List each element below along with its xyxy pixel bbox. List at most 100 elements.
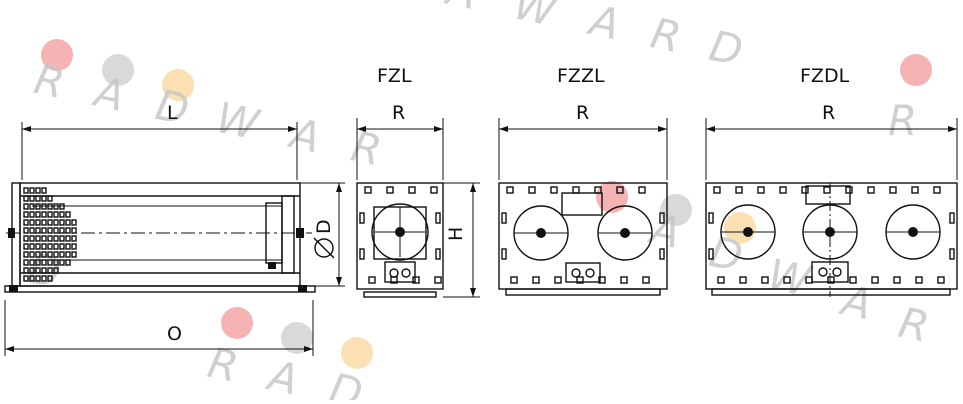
base-plate <box>4 285 316 293</box>
hole-mark <box>71 219 77 226</box>
hole-mark <box>937 276 945 284</box>
watermark-letter: W <box>212 93 265 150</box>
hole-mark <box>47 227 53 234</box>
hole-mark <box>47 259 53 266</box>
hole-mark <box>71 235 77 242</box>
hole-mark <box>386 186 394 194</box>
hole-mark <box>41 219 47 226</box>
watermark-letter: W <box>510 0 563 36</box>
hole-mark <box>434 276 442 284</box>
dimension-label-height: H <box>445 227 467 241</box>
hole-mark <box>65 219 71 226</box>
hole-mark <box>47 203 53 210</box>
hole-mark <box>554 276 562 284</box>
hole-mark <box>757 186 765 194</box>
hole-mark <box>35 235 41 242</box>
hole-mark <box>23 251 29 258</box>
base <box>711 288 951 296</box>
hole-mark <box>659 212 665 224</box>
hole-mark <box>867 186 875 194</box>
hole-mark <box>53 211 59 218</box>
hole-mark <box>708 212 714 224</box>
hole-mark <box>65 259 71 266</box>
diameter-symbol <box>314 238 334 258</box>
hole-mark <box>23 219 29 226</box>
hole-mark <box>35 227 41 234</box>
hole-mark <box>408 186 416 194</box>
hole-mark <box>638 186 646 194</box>
hole-mark <box>823 186 831 194</box>
hole-mark <box>435 212 441 224</box>
hole-mark <box>659 248 665 260</box>
hole-mark <box>59 219 65 226</box>
end-flange <box>281 195 295 274</box>
hole-mark <box>368 276 376 284</box>
hole-mark <box>713 186 721 194</box>
watermark-dot <box>596 181 628 213</box>
watermark-letter: R <box>377 0 418 5</box>
watermark-letter: R <box>888 96 919 145</box>
watermark-dot <box>341 337 373 369</box>
model-label-fzdl: FZDL <box>800 65 850 87</box>
terminal <box>401 268 411 278</box>
hole-mark <box>65 227 71 234</box>
hole-mark <box>47 251 53 258</box>
dimension-label-diameter: D <box>313 219 335 234</box>
hole-mark <box>510 276 518 284</box>
hole-mark <box>390 276 398 284</box>
hole-mark <box>739 276 747 284</box>
hole-mark <box>594 186 602 194</box>
left-bolt <box>8 228 15 238</box>
hole-mark <box>949 212 955 224</box>
hole-mark <box>29 203 35 210</box>
end-clip <box>268 262 276 269</box>
hole-mark <box>35 251 41 258</box>
hole-mark <box>35 275 41 282</box>
hole-mark <box>59 203 65 210</box>
control-box <box>561 192 603 216</box>
hole-mark <box>35 243 41 250</box>
hole-mark <box>23 195 29 202</box>
hole-mark <box>528 186 536 194</box>
hole-mark <box>915 276 923 284</box>
watermark-dot <box>41 39 73 71</box>
hole-mark <box>65 235 71 242</box>
hole-mark <box>41 227 47 234</box>
hole-mark <box>47 243 53 250</box>
hole-mark <box>59 243 65 250</box>
diameter-symbol <box>313 237 335 259</box>
hole-mark <box>41 211 47 218</box>
mounting-holes <box>501 186 665 284</box>
hole-mark <box>359 248 365 260</box>
hole-mark <box>71 251 77 258</box>
front-view-fzzl: FZZL R <box>498 65 668 296</box>
hole-mark <box>53 251 59 258</box>
watermark-letter: A <box>283 108 326 163</box>
base <box>505 288 661 296</box>
watermark-dot <box>900 54 932 86</box>
hole-mark <box>35 195 41 202</box>
hole-mark <box>71 227 77 234</box>
hole-mark <box>65 243 71 250</box>
hole-mark <box>550 186 558 194</box>
model-label-fzl: FZL <box>377 65 412 87</box>
watermark-dot <box>102 54 134 86</box>
hole-mark <box>889 186 897 194</box>
hole-mark <box>29 275 35 282</box>
hole-mark <box>41 243 47 250</box>
watermark-dot <box>221 307 253 339</box>
hole-mark <box>71 243 77 250</box>
hole-mark <box>412 276 420 284</box>
hole-mark <box>41 187 47 194</box>
front-view-fzl: FZL R H <box>356 65 480 298</box>
hole-mark <box>871 276 879 284</box>
hole-mark <box>47 235 53 242</box>
hole-mark <box>35 219 41 226</box>
hole-mark <box>59 227 65 234</box>
hole-mark <box>506 186 514 194</box>
hole-mark <box>23 203 29 210</box>
hole-mark <box>35 203 41 210</box>
watermark-letter: R <box>895 298 936 352</box>
